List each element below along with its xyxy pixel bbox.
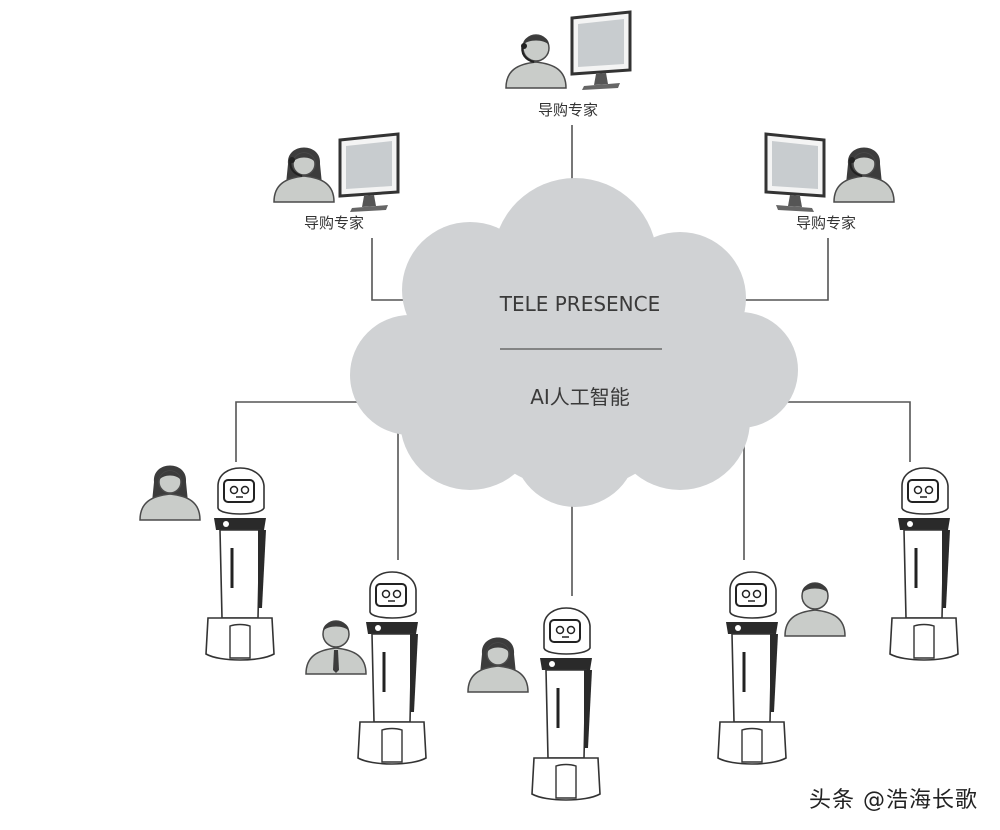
robot-station-3 (467, 606, 602, 802)
robot-icon (204, 466, 276, 662)
customer-avatar (306, 621, 366, 674)
expert-left: 导购专家 (273, 132, 400, 232)
cloud-shape (350, 178, 798, 507)
expert-avatar (505, 34, 567, 89)
robot-station-1 (139, 464, 276, 662)
robot-icon (356, 570, 428, 766)
robot-icon (888, 466, 960, 662)
expert-label: 导购专家 (538, 101, 598, 119)
robot-icon (716, 570, 788, 766)
cloud-title: TELE PRESENCE (499, 292, 660, 316)
line-robot-1 (235, 401, 390, 462)
customer-avatar (784, 582, 846, 637)
cloud-subtitle: AI人工智能 (530, 385, 630, 409)
expert-right: 导购专家 (764, 132, 895, 232)
robot-station-2 (306, 570, 428, 766)
robot-station-5 (888, 466, 960, 662)
line-expert-right (720, 238, 829, 301)
monitor-icon (764, 132, 826, 214)
line-robot-5 (760, 401, 911, 462)
monitor-icon (338, 132, 400, 214)
monitor-icon (570, 10, 632, 92)
expert-label: 导购专家 (796, 214, 856, 232)
watermark: 头条 @浩海长歌 (809, 788, 978, 813)
expert-top: 导购专家 (505, 10, 632, 119)
expert-label: 导购专家 (304, 214, 364, 232)
robot-station-4 (716, 570, 846, 766)
customer-avatar (467, 636, 529, 693)
robot-icon (530, 606, 602, 802)
customer-avatar (139, 464, 201, 521)
expert-avatar (833, 146, 895, 203)
expert-avatar (273, 146, 335, 203)
